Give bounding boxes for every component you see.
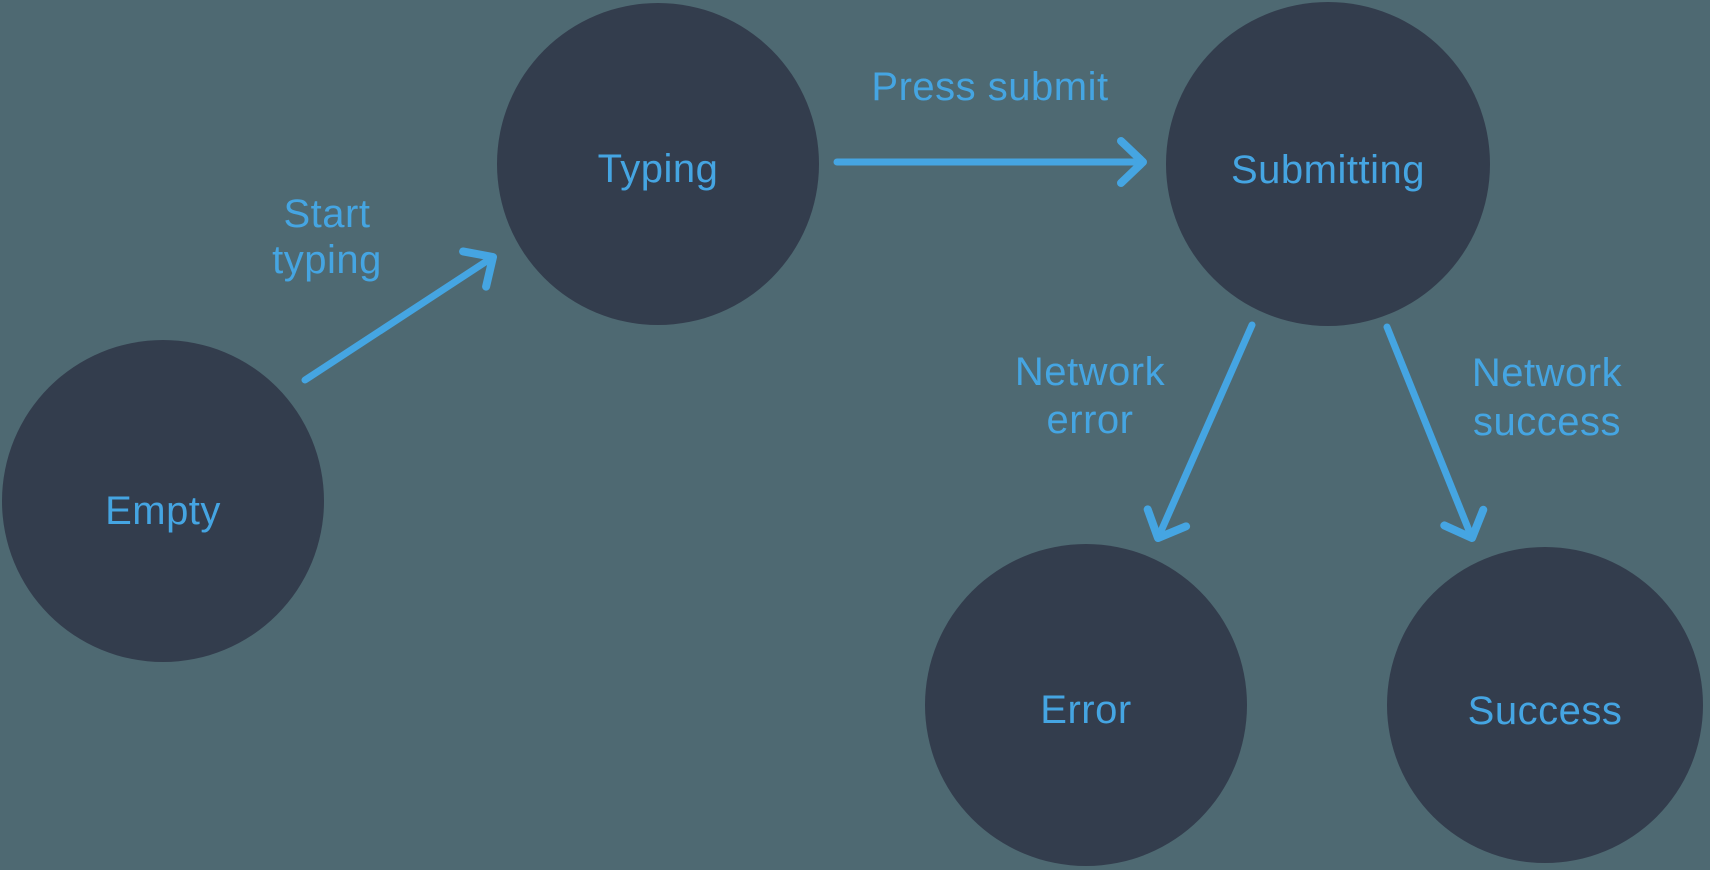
transition-label-line: Network <box>1472 351 1623 395</box>
transition-arrow-start-typing <box>301 247 497 384</box>
transition-label-network-success: Network success <box>1472 351 1623 444</box>
state-label-submitting: Submitting <box>1231 148 1425 192</box>
transition-label-line: typing <box>272 238 382 282</box>
transition-press-submit: Press submit <box>833 65 1147 187</box>
state-error: Error <box>925 544 1247 866</box>
state-success: Success <box>1387 547 1703 863</box>
transition-label-line: Press submit <box>871 65 1108 109</box>
state-node-success <box>1387 547 1703 863</box>
transition-label-line: Start <box>284 192 371 236</box>
state-label-typing: Typing <box>598 147 719 191</box>
state-label-error: Error <box>1040 688 1131 732</box>
state-node-error <box>925 544 1247 866</box>
state-label-empty: Empty <box>105 489 221 533</box>
state-empty: Empty <box>2 340 324 662</box>
state-typing: Typing <box>497 3 819 325</box>
state-node-typing <box>497 3 819 325</box>
state-node-empty <box>2 340 324 662</box>
transition-label-line: Network <box>1015 350 1166 394</box>
transition-arrow-network-error <box>1143 321 1256 542</box>
state-submitting: Submitting <box>1166 2 1490 326</box>
transition-label-line: success <box>1473 400 1621 444</box>
transition-label-line: error <box>1047 398 1134 442</box>
state-label-success: Success <box>1468 689 1623 733</box>
transition-network-success: Network success <box>1383 323 1623 542</box>
transition-arrow-network-success <box>1383 323 1488 542</box>
state-node-submitting <box>1166 2 1490 326</box>
transition-label-press-submit: Press submit <box>871 65 1108 109</box>
